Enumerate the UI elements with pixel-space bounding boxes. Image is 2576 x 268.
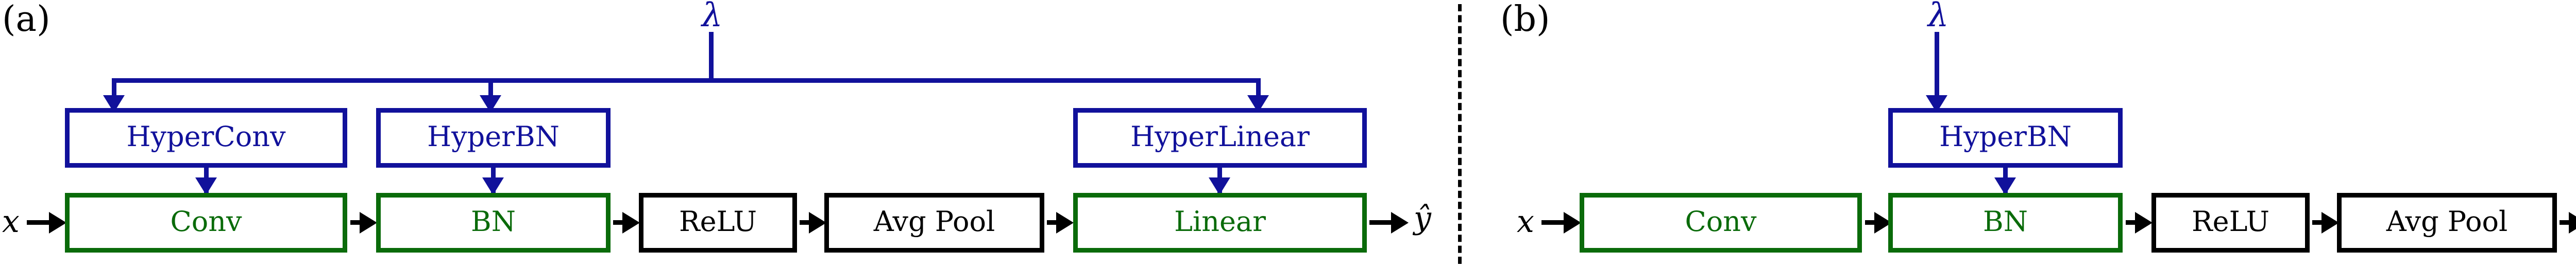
panel-b-arrowhead-bn-to-relu — [2135, 212, 2153, 234]
panel-a-letter: (a) — [2, 0, 50, 40]
panel-a-node-hyperconv-label: HyperConv — [126, 120, 286, 153]
panel-a-lambda-stem — [709, 32, 714, 79]
panel-a-node-conv-label: Conv — [170, 205, 242, 238]
panel-b-node-bn[interactable]: BN — [1888, 193, 2123, 253]
panel-b-node-conv-label: Conv — [1685, 205, 1757, 238]
panel-a-output-label: ŷ — [1414, 200, 1431, 236]
panel-a-arrowhead-x-to-conv — [49, 212, 66, 234]
panel-a-node-relu[interactable]: ReLU — [639, 193, 797, 253]
panel-a-arrowhead-linear-to-output — [1391, 212, 1409, 234]
panel-b-edge-avgpool-to-linear — [2560, 220, 2571, 225]
panel-a-lambda-drop-hyperconv — [112, 78, 116, 103]
panel-a-edge-relu-to-avgpool — [800, 220, 811, 225]
panel-a-node-avgpool-label: Avg Pool — [873, 205, 995, 238]
panel-a-lambda-bus — [112, 78, 1261, 83]
panel-a-edge-conv-to-bn — [350, 220, 362, 225]
panel-b-lambda-stem — [1935, 32, 1939, 103]
panel-b-arrow-hyperbn-to-bn — [1994, 177, 2016, 195]
panel-a-lambda-label: λ — [702, 0, 723, 34]
panel-b-node-hyperbn[interactable]: HyperBN — [1888, 108, 2123, 168]
panel-b-lambda-label: λ — [1928, 0, 1949, 34]
panel-b-node-bn-label: BN — [1983, 205, 2028, 238]
panel-divider — [1458, 4, 1462, 264]
panel-a-arrowhead-relu-to-avgpool — [809, 212, 826, 234]
panel-a-node-hyperconv[interactable]: HyperConv — [65, 108, 347, 168]
panel-b-edge-conv-to-bn — [1865, 220, 1876, 225]
panel-a-arrow-hyperbn-to-bn — [482, 177, 504, 195]
panel-a-edge-linear-to-output — [1369, 220, 1394, 225]
panel-a-node-hyperbn[interactable]: HyperBN — [376, 108, 611, 168]
panel-a-lambda-drop-hyperlinear — [1256, 78, 1261, 103]
panel-a-node-bn[interactable]: BN — [376, 193, 611, 253]
panel-b-node-relu[interactable]: ReLU — [2151, 193, 2310, 253]
panel-b-node-avgpool[interactable]: Avg Pool — [2337, 193, 2557, 253]
panel-b-node-avgpool-label: Avg Pool — [2386, 205, 2508, 238]
panel-b-edge-x-to-conv — [1541, 220, 1567, 225]
panel-a-arrow-hyperconv-to-conv — [195, 177, 217, 195]
panel-a-edge-bn-to-relu — [613, 220, 624, 225]
panel-a-arrowhead-bn-to-relu — [622, 212, 640, 234]
panel-a-node-linear-label: Linear — [1174, 205, 1266, 238]
panel-b-node-hyperbn-label: HyperBN — [1939, 120, 2072, 153]
panel-b-node-conv[interactable]: Conv — [1580, 193, 1862, 253]
panel-b-arrowhead-relu-to-avgpool — [2321, 212, 2339, 234]
panel-a-node-hyperlinear[interactable]: HyperLinear — [1073, 108, 1367, 168]
panel-b-input-label: x — [1517, 204, 1534, 240]
panel-a-node-linear[interactable]: Linear — [1073, 193, 1367, 253]
panel-b-arrowhead-x-to-conv — [1564, 212, 1581, 234]
panel-a-node-relu-label: ReLU — [679, 205, 757, 238]
panel-a-node-hyperlinear-label: HyperLinear — [1130, 120, 1310, 153]
panel-a-node-conv[interactable]: Conv — [65, 193, 347, 253]
panel-a-edge-avgpool-to-linear — [1047, 220, 1058, 225]
panel-b-edge-bn-to-relu — [2126, 220, 2137, 225]
panel-a-arrow-hyperlinear-to-linear — [1209, 177, 1230, 195]
panel-b-arrowhead-avgpool-to-linear — [2569, 212, 2576, 234]
panel-a-input-label: x — [2, 204, 20, 240]
panel-b-letter: (b) — [1500, 0, 1550, 40]
panel-a-node-hyperbn-label: HyperBN — [427, 120, 560, 153]
panel-b-edge-relu-to-avgpool — [2312, 220, 2324, 225]
panel-a-arrowhead-avgpool-to-linear — [1056, 212, 1074, 234]
panel-a-lambda-drop-hyperbn — [488, 78, 493, 103]
panel-a-edge-x-to-conv — [27, 220, 53, 225]
panel-a-node-bn-label: BN — [471, 205, 516, 238]
panel-a-node-avgpool[interactable]: Avg Pool — [824, 193, 1044, 253]
panel-a-arrowhead-conv-to-bn — [360, 212, 377, 234]
panel-b-node-relu-label: ReLU — [2191, 205, 2270, 238]
